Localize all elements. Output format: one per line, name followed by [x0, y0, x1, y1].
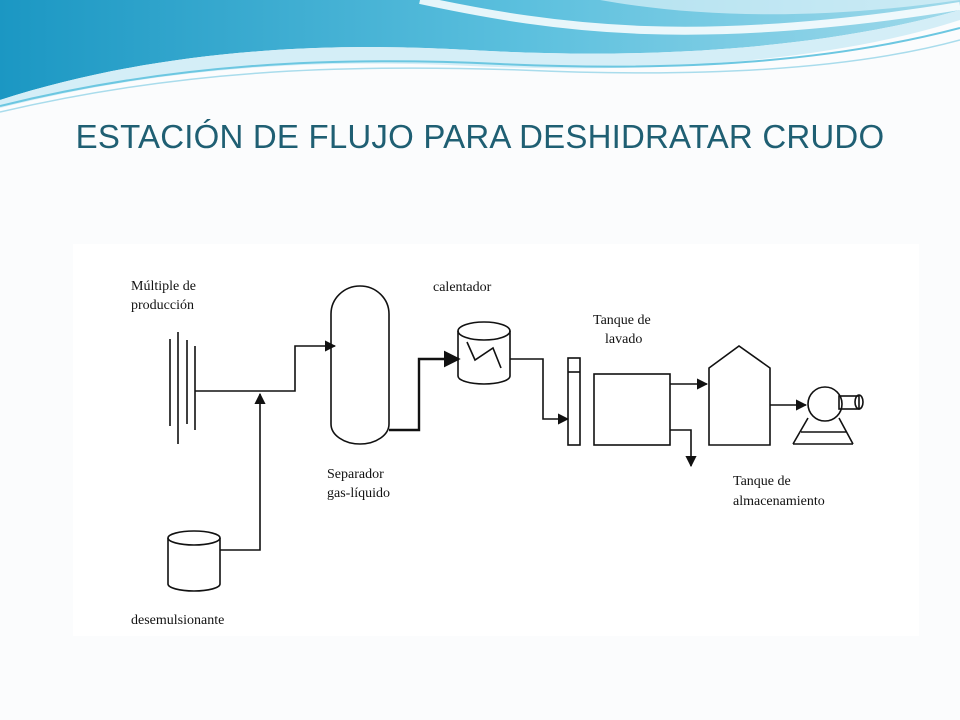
- label-separador-line1: Separador: [327, 467, 384, 482]
- wash-tank: [593, 373, 671, 446]
- pipe-separator-to-heater: [389, 350, 461, 432]
- label-calentador: calentador: [433, 280, 492, 295]
- heater: [457, 321, 511, 385]
- process-diagram: Múltiple de producción desemulsionante S…: [73, 244, 919, 636]
- pump-icon: [792, 386, 864, 445]
- label-almacen-line1: Tanque de: [733, 474, 791, 489]
- demulsifier-tank: [167, 530, 221, 592]
- pipe-water-drain: [670, 429, 697, 468]
- gas-liquid-separator: [330, 285, 390, 445]
- production-manifold: [169, 332, 196, 444]
- pipe-heater-to-filter: [510, 358, 570, 425]
- label-almacen-line2: almacenamiento: [733, 494, 825, 509]
- label-lavado-line2: lavado: [605, 332, 642, 347]
- filter-column: [567, 357, 581, 446]
- label-separador-line2: gas-líquido: [327, 486, 390, 501]
- label-multiple-line2: producción: [131, 298, 194, 313]
- storage-tank: [708, 345, 771, 446]
- label-lavado-line1: Tanque de: [593, 313, 651, 328]
- header-wave-decoration: [0, 0, 960, 113]
- pipe-demulsifier-injection: [220, 392, 266, 551]
- slide-title: ESTACIÓN DE FLUJO PARA DESHIDRATAR CRUDO: [75, 118, 885, 155]
- label-desemulsionante: desemulsionante: [131, 613, 224, 628]
- pipe-manifold-to-separator: [195, 340, 337, 392]
- flow-diagram-svg: Múltiple de producción desemulsionante S…: [131, 279, 864, 628]
- label-multiple-line1: Múltiple de: [131, 279, 196, 294]
